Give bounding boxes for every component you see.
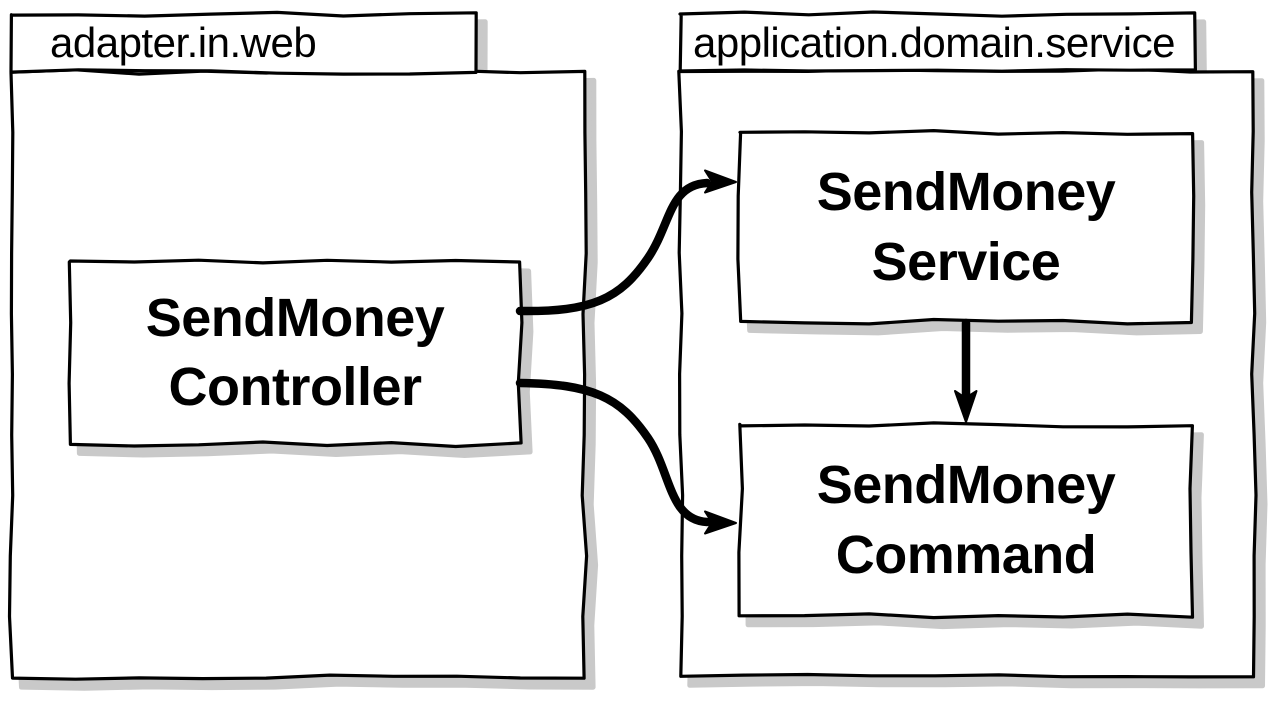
- arrowhead-send-money-service-to-send-money-command: [954, 390, 978, 423]
- edge-send-money-controller-to-send-money-service: [515, 178, 712, 316]
- node-label-send-money-command: SendMoney Command: [816, 455, 1116, 585]
- package-label-adapter-in-web: adapter.in.web: [50, 19, 317, 66]
- arrowhead-send-money-controller-to-send-money-command: [704, 510, 737, 535]
- package-application-domain-service-tab: [678, 10, 1197, 73]
- package-label-application-domain-service: application.domain.service: [693, 18, 1175, 66]
- edge-send-money-controller-to-send-money-command: [515, 378, 712, 527]
- node-send-money-controller: [67, 258, 524, 449]
- node-send-money-command: [737, 421, 1195, 620]
- node-send-money-service: [736, 129, 1196, 326]
- arrowhead-send-money-controller-to-send-money-service: [704, 169, 737, 194]
- node-label-send-money-controller: SendMoney Controller: [145, 287, 445, 417]
- package-adapter-in-web-tab: [9, 10, 478, 76]
- node-label-send-money-service: SendMoney Service: [816, 162, 1116, 292]
